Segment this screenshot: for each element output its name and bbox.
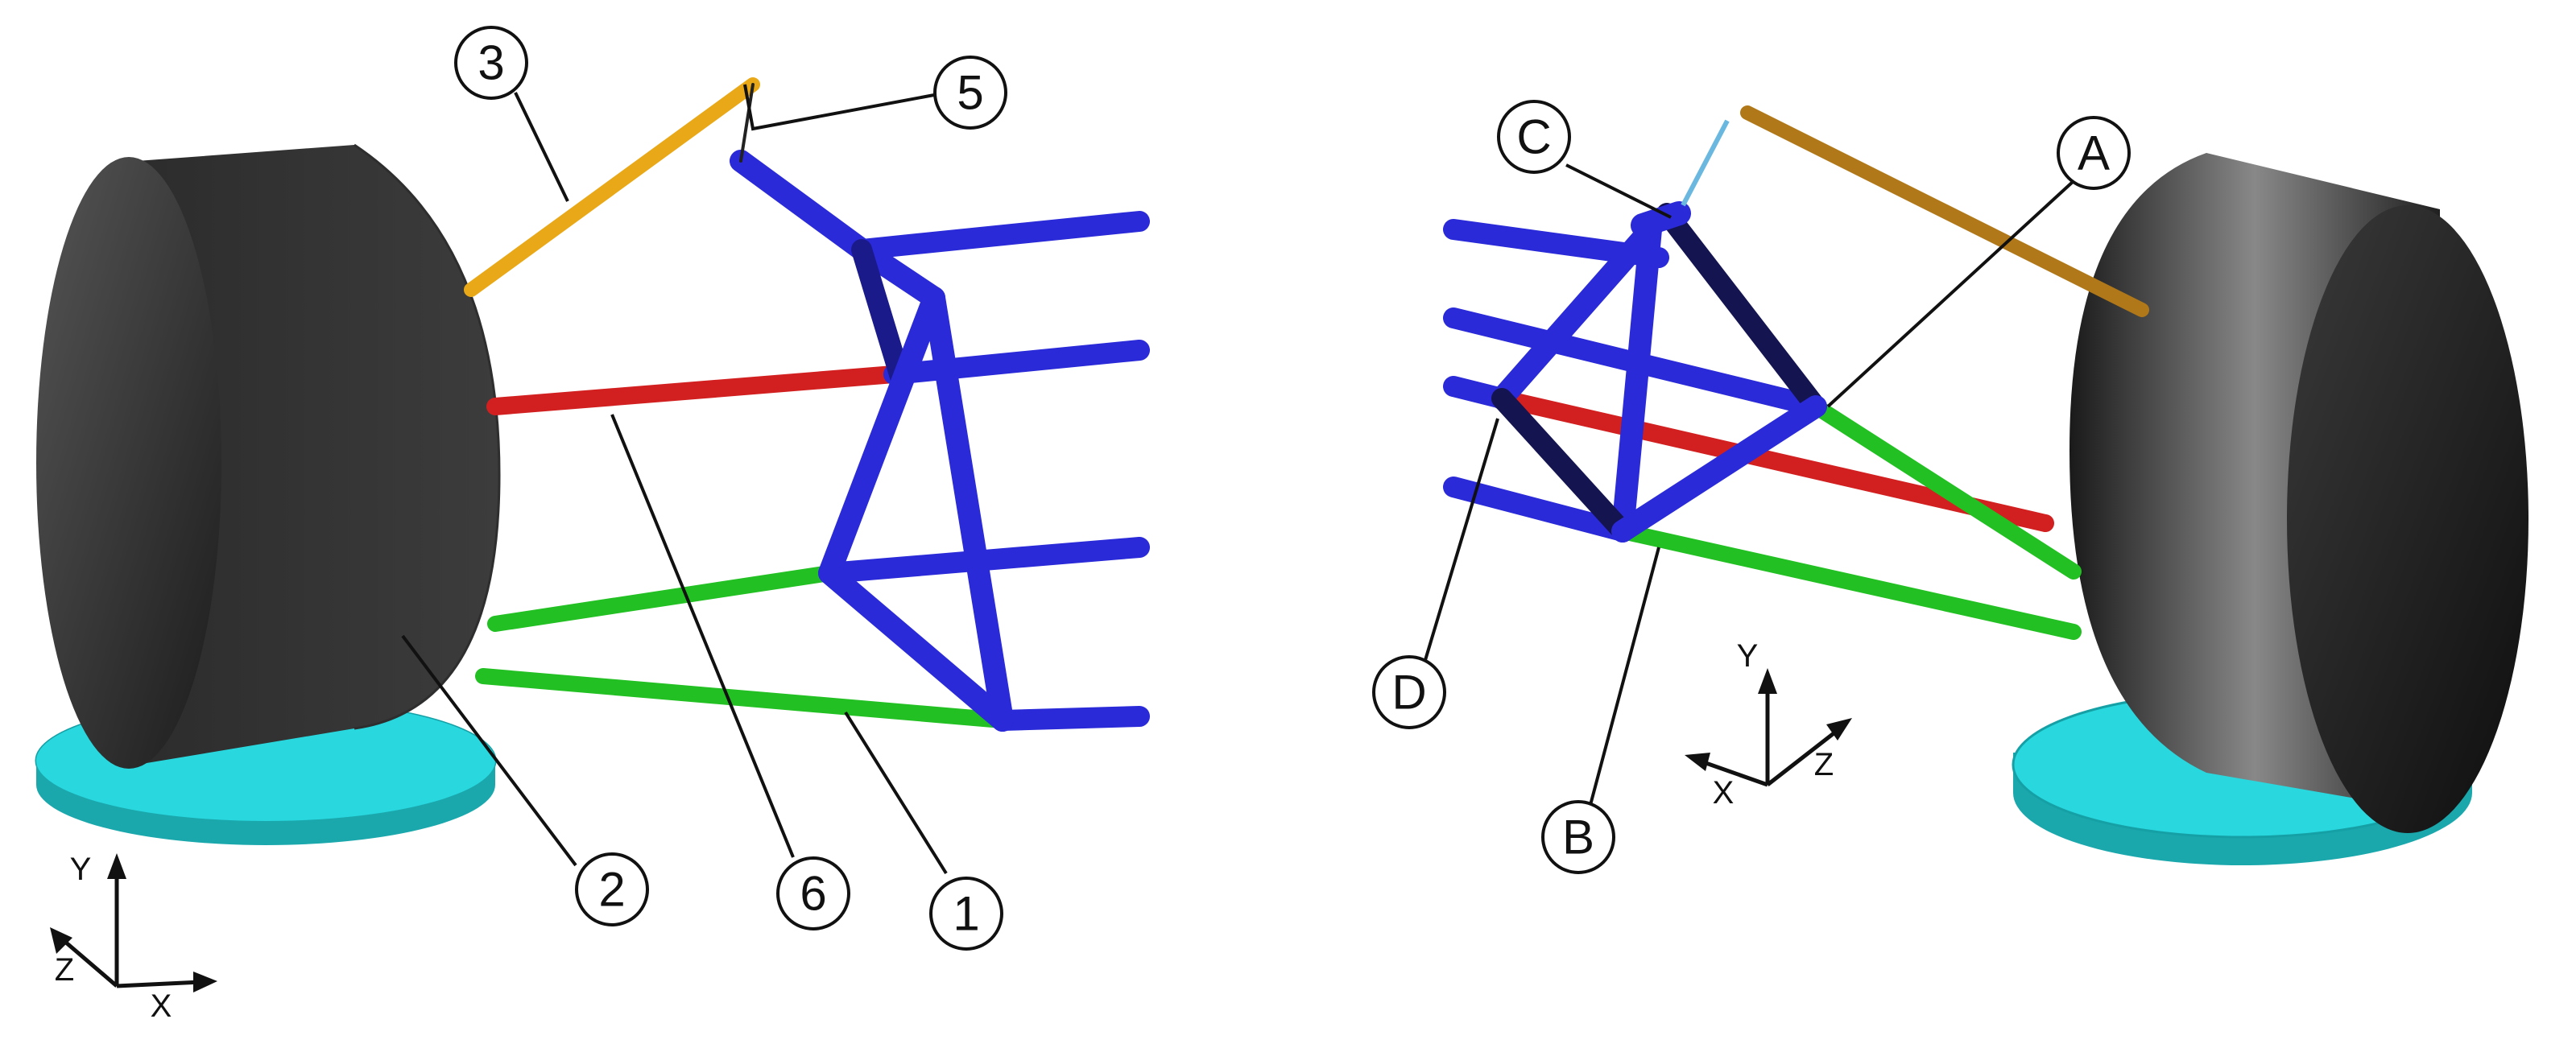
left-ground-pad-edge: [36, 761, 495, 845]
right-callout-b: B: [1541, 547, 1660, 874]
right-upper-wishbone: [1808, 398, 2082, 580]
left-axis-triad: Y Z X: [50, 852, 217, 1024]
right-callout-b-label: B: [1562, 811, 1594, 864]
right-callout-a-label: A: [2078, 126, 2110, 180]
left-axis-x-label: X: [151, 988, 172, 1024]
left-callout-3-label: 3: [478, 36, 504, 90]
left-view: 3 5 2 6 1 Y: [35, 26, 1150, 1024]
left-callout-1: 1: [844, 711, 1003, 951]
left-callout-6-label: 6: [800, 867, 826, 921]
left-callout-2: 2: [401, 634, 649, 926]
right-callout-c: C: [1497, 100, 1672, 219]
right-wheel: [2069, 153, 2528, 833]
right-frame: [1443, 119, 1827, 543]
left-wheel: [36, 143, 501, 769]
right-view: C A D B Y Z X: [1372, 100, 2528, 874]
right-axis-y-label: Y: [1737, 638, 1759, 674]
left-callout-1-label: 1: [953, 887, 979, 941]
right-axis-z-label: Z: [1814, 747, 1834, 782]
right-axis-triad: Y Z X: [1685, 638, 1852, 811]
right-axis-x-label: X: [1713, 775, 1735, 811]
left-callout-2-label: 2: [598, 863, 625, 917]
right-callout-a: A: [1826, 116, 2131, 408]
left-callout-5-label: 5: [957, 66, 983, 120]
left-callout-3: 3: [454, 26, 569, 202]
left-frame: [730, 83, 1150, 732]
left-pushrod: [464, 77, 760, 297]
right-callout-d-label: D: [1391, 666, 1426, 720]
left-lower-wishbone: [475, 668, 1011, 728]
right-toe-link: [1740, 105, 2149, 317]
right-callout-d: D: [1372, 418, 1499, 729]
left-callout-5: 5: [743, 56, 1007, 131]
right-lower-wishbone: [1615, 523, 2082, 640]
left-upper-wishbone: [487, 565, 837, 632]
left-axis-y-label: Y: [70, 852, 92, 887]
left-tierod: [486, 365, 903, 415]
right-callout-c-label: C: [1516, 110, 1551, 164]
left-callout-6: 6: [610, 414, 850, 930]
left-axis-z-label: Z: [55, 952, 74, 988]
